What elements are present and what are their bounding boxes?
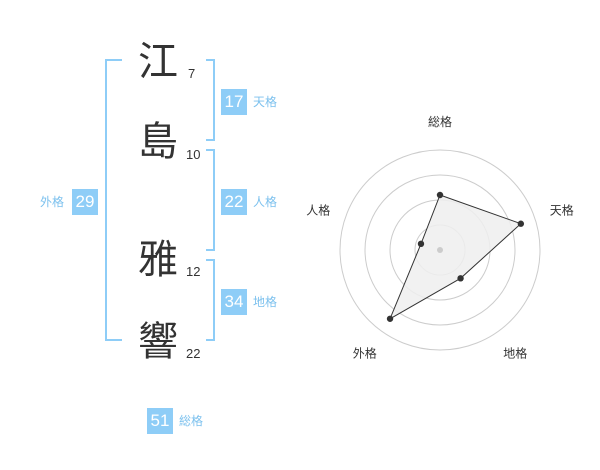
jinkaku-label: 人格	[253, 195, 278, 209]
stroke-count-2: 10	[186, 147, 201, 162]
soukaku-label: 総格	[179, 414, 204, 428]
stroke-count-4: 22	[186, 346, 201, 361]
gaikaku-value-badge: 29	[72, 189, 98, 215]
radar-axis-label-jinkaku: 人格	[306, 202, 330, 217]
radar-grid	[339, 149, 541, 351]
chikaku-label: 地格	[253, 295, 278, 309]
radar-point-jinkaku	[417, 240, 425, 248]
radar-series-area	[388, 194, 522, 320]
stroke-count-3: 12	[186, 264, 201, 279]
radar-axis-label-gaikaku: 外格	[353, 346, 377, 361]
radar-point-gaikaku	[386, 315, 394, 322]
radar-ring-4	[339, 149, 541, 351]
name-char-2: 島	[138, 119, 178, 165]
soukaku-value-badge: 51	[147, 408, 173, 434]
chikaku-value-badge: 34	[221, 289, 247, 315]
radar-point-chikaku	[457, 275, 464, 282]
name-char-3: 雅	[138, 237, 178, 283]
tenkaku-value-badge: 17	[221, 89, 247, 115]
radar-center-dot	[437, 247, 443, 253]
name-char-4: 響	[138, 319, 178, 365]
radar-ring-3	[364, 174, 516, 326]
tenkaku-label: 天格	[253, 95, 278, 109]
jinkaku-value-badge: 22	[221, 189, 247, 215]
radar-axis-label-tenkaku: 天格	[550, 202, 574, 217]
radar-axis-label-soukaku: 総格	[428, 114, 452, 129]
gaikaku-label: 外格	[40, 195, 65, 209]
radar-point-tenkaku	[517, 220, 525, 227]
name-char-1: 江	[138, 39, 178, 85]
radar-point-soukaku	[436, 191, 444, 199]
stroke-count-1: 7	[188, 66, 196, 81]
radar-axis-label-chikaku: 地格	[503, 346, 527, 361]
